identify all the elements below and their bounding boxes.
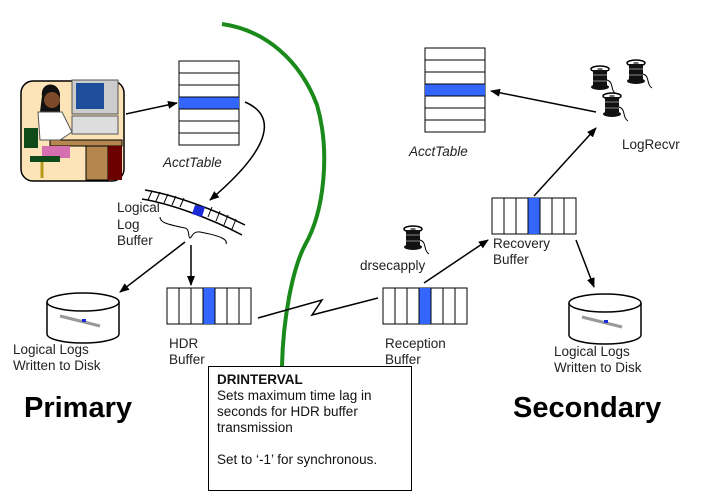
reception-buffer-label-1: Reception bbox=[385, 336, 446, 351]
logrecvr-label: LogRecvr bbox=[622, 137, 680, 152]
drinterval-note: DRINTERVAL Sets maximum time lag in seco… bbox=[208, 366, 412, 491]
recovery-buffer bbox=[491, 197, 577, 235]
secondary-disk-label-2: Written to Disk bbox=[554, 360, 642, 375]
arrow-recovery-to-secondary-disk bbox=[575, 239, 595, 288]
user-at-workstation-icon bbox=[20, 79, 125, 182]
primary-site-title: Primary bbox=[24, 392, 133, 424]
drinterval-note-spacer bbox=[217, 436, 403, 452]
drsecapply-label: drsecapply bbox=[360, 258, 426, 273]
secondary-acct-table bbox=[424, 47, 486, 133]
primary-acct-table-label: AcctTable bbox=[163, 155, 222, 170]
logrecvr-spools-icon bbox=[590, 59, 653, 122]
secondary-disk-label-1: Logical Logs bbox=[554, 344, 630, 359]
logical-log-buffer-label-1: Logical bbox=[117, 200, 160, 215]
recovery-buffer-label-1: Recovery bbox=[493, 236, 551, 251]
secondary-acct-table-label: AcctTable bbox=[409, 144, 468, 159]
arrow-user-to-acct-table bbox=[125, 100, 178, 115]
logical-log-buffer-label-3: Buffer bbox=[117, 233, 153, 248]
reception-buffer-label-2: Buffer bbox=[385, 352, 421, 367]
recovery-buffer-label-2: Buffer bbox=[493, 252, 529, 267]
site-boundary-line bbox=[221, 22, 327, 367]
hdr-buffer-label-1: HDR bbox=[169, 336, 199, 351]
primary-disk-label-2: Written to Disk bbox=[13, 358, 101, 373]
logical-log-buffer-label-2: Log bbox=[117, 217, 140, 232]
drinterval-note-line: transmission bbox=[217, 420, 293, 435]
logical-log-buffer bbox=[141, 189, 246, 245]
drinterval-note-line: Sets maximum time lag in bbox=[217, 388, 372, 403]
drinterval-note-footer: Set to ‘-1’ for synchronous. bbox=[217, 452, 378, 467]
arrow-reception-to-recovery bbox=[423, 239, 489, 284]
drinterval-note-line: seconds for HDR buffer bbox=[217, 404, 358, 419]
arrow-recovery-to-logrecvr bbox=[533, 127, 597, 197]
primary-disk-label-1: Logical Logs bbox=[13, 342, 89, 357]
hdr-buffer-label-2: Buffer bbox=[169, 352, 205, 367]
arrow-acct-table-to-log-buffer bbox=[209, 101, 266, 201]
hdr-buffer bbox=[166, 287, 252, 325]
secondary-site-title: Secondary bbox=[513, 392, 662, 424]
drsecapply-spool-icon bbox=[403, 225, 430, 255]
primary-disk-icon bbox=[46, 292, 120, 344]
arrow-logrecvr-to-acct-table bbox=[490, 88, 597, 113]
reception-buffer bbox=[382, 287, 468, 325]
drinterval-note-title: DRINTERVAL bbox=[217, 372, 303, 387]
primary-acct-table bbox=[178, 60, 240, 146]
network-link-zigzag bbox=[257, 297, 379, 319]
secondary-disk-icon bbox=[568, 293, 642, 345]
arrow-log-buffer-to-primary-disk bbox=[119, 241, 186, 293]
